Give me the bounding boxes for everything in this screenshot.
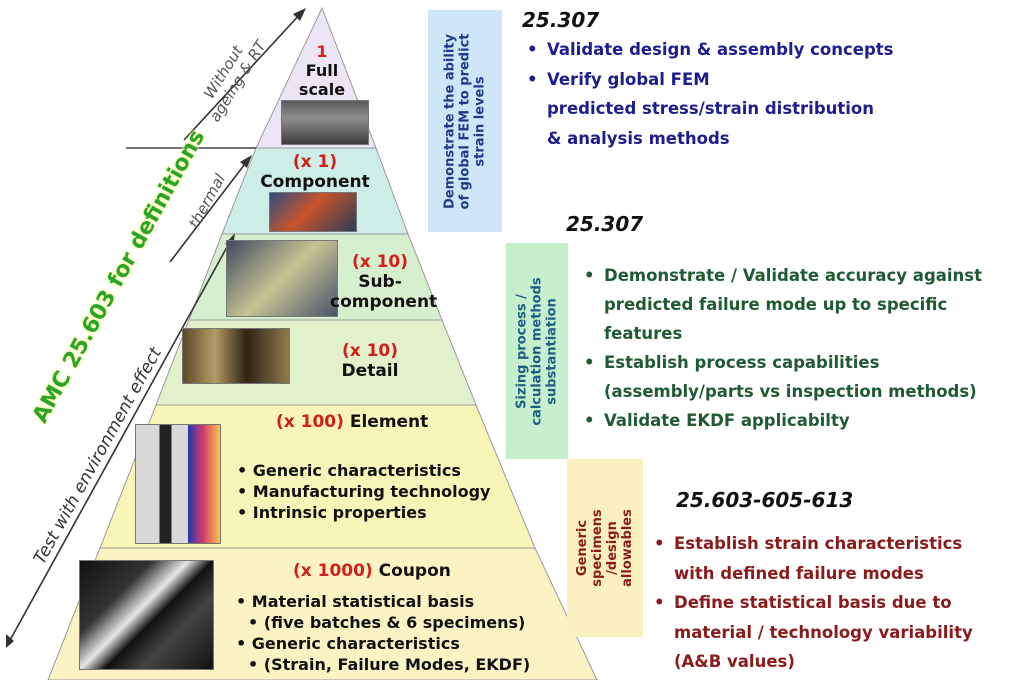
element-bullets: Generic characteristics Manufacturing te… (237, 460, 537, 523)
component-name: Component (260, 172, 370, 192)
element-bullet: Generic characteristics (237, 460, 537, 481)
generic-specimens-text: Generic specimens /design allowables (575, 509, 635, 587)
section-3-item: Define statistical basis due to material… (652, 588, 1007, 677)
coupon-bullet-cont: (five batches & 6 specimens) (236, 612, 556, 633)
section-3-title: 25.603-605-613 (676, 488, 854, 512)
section-2-item: Validate EKDF applicabilty (582, 406, 1012, 435)
subcomponent-name-1: Sub- (358, 272, 402, 292)
section-2-title: 25.307 (566, 212, 644, 236)
sizing-line: Sizing process / (514, 293, 530, 409)
level-coupon-title: (x 1000) Coupon (293, 561, 493, 581)
component-qty: (x 1) (292, 152, 338, 172)
section-2-list: Demonstrate / Validate accuracy against … (582, 261, 1012, 435)
sizing-process-text: Sizing process / calculation methods sub… (515, 277, 560, 425)
level-detail: (x 10) Detail (325, 341, 415, 381)
section-1-item: Verify global FEM predicted stress/strai… (525, 65, 965, 154)
generic-line: allowables (620, 509, 635, 587)
subcomponent-name-2: component (330, 292, 438, 312)
full-scale-aircraft-photo (281, 100, 369, 145)
arrowhead-env-bottom (6, 634, 14, 648)
level-element-title: (x 100) Element (276, 412, 476, 432)
element-name: Element (349, 412, 429, 432)
generic-specimens-box: Generic specimens /design allowables (567, 459, 643, 637)
global-fem-line: of global FEM to predict (457, 33, 473, 209)
coupon-bullets: Material statistical basis (five batches… (236, 591, 556, 675)
sizing-line: substantiation (544, 297, 560, 405)
section-1-item: Validate design & assembly concepts (525, 35, 965, 65)
coupon-bullet: Generic characteristics (236, 633, 556, 654)
coupon-name: Coupon (378, 561, 451, 581)
section-3-item: Establish strain characteristics with de… (652, 529, 1007, 588)
detail-name: Detail (341, 361, 399, 381)
generic-line: Generic (575, 519, 590, 577)
coupon-qty: (x 1000) (293, 561, 373, 581)
detail-panel-photo (182, 328, 290, 384)
sizing-process-box: Sizing process / calculation methods sub… (506, 243, 568, 459)
arrowhead-thermal (240, 155, 252, 168)
global-fem-text: Demonstrate the ability of global FEM to… (443, 33, 488, 209)
coupon-bullet: Material statistical basis (236, 591, 556, 612)
environment-arrow (8, 237, 233, 643)
coupon-specimens-photo (79, 560, 214, 670)
global-fem-line: strain levels (472, 75, 488, 167)
global-fem-box: Demonstrate the ability of global FEM to… (428, 10, 502, 232)
subcomponent-test-photo (226, 240, 338, 317)
generic-line: /design (605, 521, 620, 575)
element-bullet: Manufacturing technology (237, 481, 537, 502)
coupon-bullet-cont: (Strain, Failure Modes, EKDF) (236, 654, 556, 675)
global-fem-line: Demonstrate the ability (442, 33, 458, 209)
full-scale-name-2: scale (298, 80, 346, 99)
level-component: (x 1) Component (255, 152, 375, 192)
without-ageing-arrow (183, 11, 303, 141)
generic-line: specimens (590, 509, 605, 587)
level-subcomponent: (x 10) Sub- component (330, 252, 438, 312)
section-2-item: Demonstrate / Validate accuracy against … (582, 261, 1012, 348)
arrowhead-top (293, 8, 306, 21)
thermal-arrow (169, 159, 249, 263)
detail-qty: (x 10) (341, 341, 399, 361)
component-test-photo (269, 192, 357, 232)
section-1-list: Validate design & assembly concepts Veri… (525, 35, 965, 153)
element-bullet: Intrinsic properties (237, 502, 537, 523)
section-1-title: 25.307 (522, 8, 600, 32)
element-qty: (x 100) (276, 412, 344, 432)
full-scale-qty: 1 (316, 42, 328, 61)
sizing-line: calculation methods (529, 276, 545, 426)
section-2-item: Establish process capabilities (assembly… (582, 348, 1012, 406)
full-scale-name-1: Full (305, 61, 339, 80)
level-full-scale: 1 Full scale (287, 42, 357, 99)
element-specimens-photo (135, 424, 221, 544)
subcomponent-qty: (x 10) (351, 252, 409, 272)
section-3-list: Establish strain characteristics with de… (652, 529, 1007, 677)
